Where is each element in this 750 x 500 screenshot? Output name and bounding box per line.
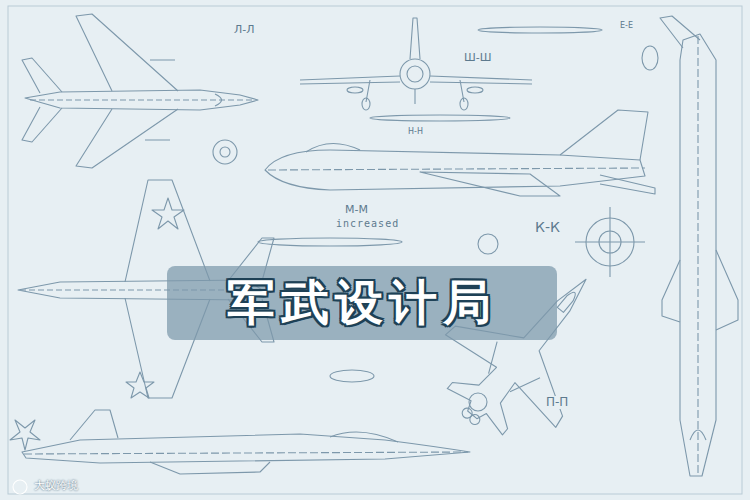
section-label: К-К (533, 220, 562, 235)
watermark: 大蚁跨境 (32, 480, 80, 492)
section-circle (478, 234, 498, 254)
section-label: increased (334, 218, 401, 229)
watermark-logo (13, 480, 27, 494)
section-circle (213, 140, 237, 164)
stealth-side-view (22, 410, 470, 474)
section-label: Н-Н (406, 128, 425, 137)
section-label: М-М (343, 204, 370, 216)
section-circle (469, 393, 487, 411)
title-banner: 军武设计局 (167, 266, 557, 340)
side-view-aircraft (265, 110, 655, 196)
banner-title: 军武设计局 (227, 274, 497, 332)
star-marking (10, 420, 40, 450)
vertical-side-view-aircraft (660, 16, 738, 476)
section-circle (220, 147, 230, 157)
section-circle (642, 46, 658, 70)
sheet-border (8, 6, 742, 494)
section-label: П-П (544, 396, 570, 409)
section-circle (330, 370, 374, 382)
missile-outline (370, 115, 510, 121)
section-label: Ш-Ш (462, 52, 494, 64)
plan-view-aircraft (22, 14, 258, 168)
section-label: Л-Л (232, 24, 257, 36)
section-label: Е-Е (618, 22, 635, 31)
section-view (575, 207, 645, 277)
missile-outline (478, 27, 602, 33)
missile-outline (258, 238, 402, 246)
